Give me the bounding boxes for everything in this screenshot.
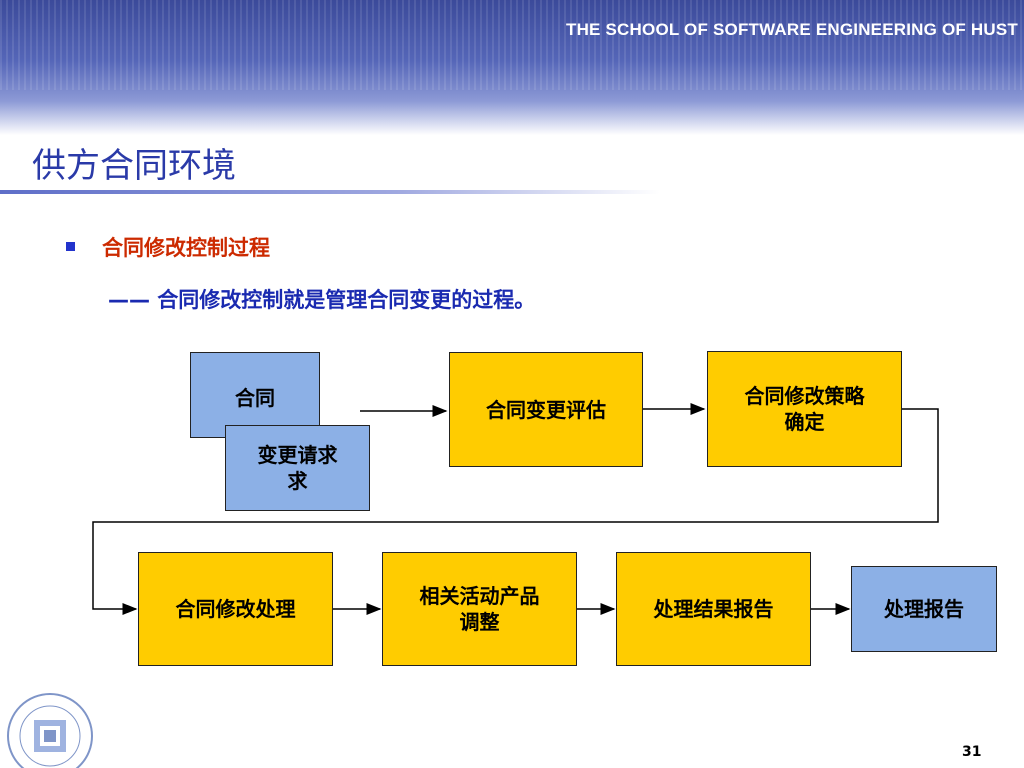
result-report-label: 处理结果报告 — [653, 597, 774, 621]
contract-box: 合同 — [190, 352, 320, 438]
change-request-label: 变更请求 求 — [257, 443, 338, 493]
bullet-square-icon — [66, 242, 75, 251]
processing-label: 合同修改处理 — [175, 597, 296, 621]
change-eval-box: 合同变更评估 — [449, 352, 643, 467]
header-stripes — [0, 0, 1024, 90]
strategy-box: 合同修改策略 确定 — [707, 351, 902, 467]
processing-box: 合同修改处理 — [138, 552, 333, 666]
adjust-box: 相关活动产品 调整 — [382, 552, 577, 666]
school-logo-icon — [7, 693, 93, 768]
slide-title: 供方合同环境 — [32, 146, 236, 186]
title-underline — [0, 190, 660, 194]
change-request-box: 变更请求 求 — [225, 425, 370, 511]
header-band — [0, 0, 1024, 135]
strategy-label: 合同修改策略 确定 — [744, 384, 865, 434]
adjust-label: 相关活动产品 调整 — [419, 584, 540, 634]
report-box: 处理报告 — [851, 566, 997, 652]
arrow-wrap-to-processing — [92, 408, 939, 615]
bullet-text: 合同修改控制过程 — [102, 236, 270, 260]
report-label: 处理报告 — [884, 597, 964, 621]
school-name: THE SCHOOL OF SOFTWARE ENGINEERING OF HU… — [566, 20, 1018, 39]
sub-text: —— 合同修改控制就是管理合同变更的过程。 — [108, 288, 536, 312]
change-eval-label: 合同变更评估 — [486, 397, 606, 422]
contract-label: 合同 — [235, 386, 275, 410]
result-report-box: 处理结果报告 — [616, 552, 811, 666]
page-number: 31 — [962, 744, 982, 760]
